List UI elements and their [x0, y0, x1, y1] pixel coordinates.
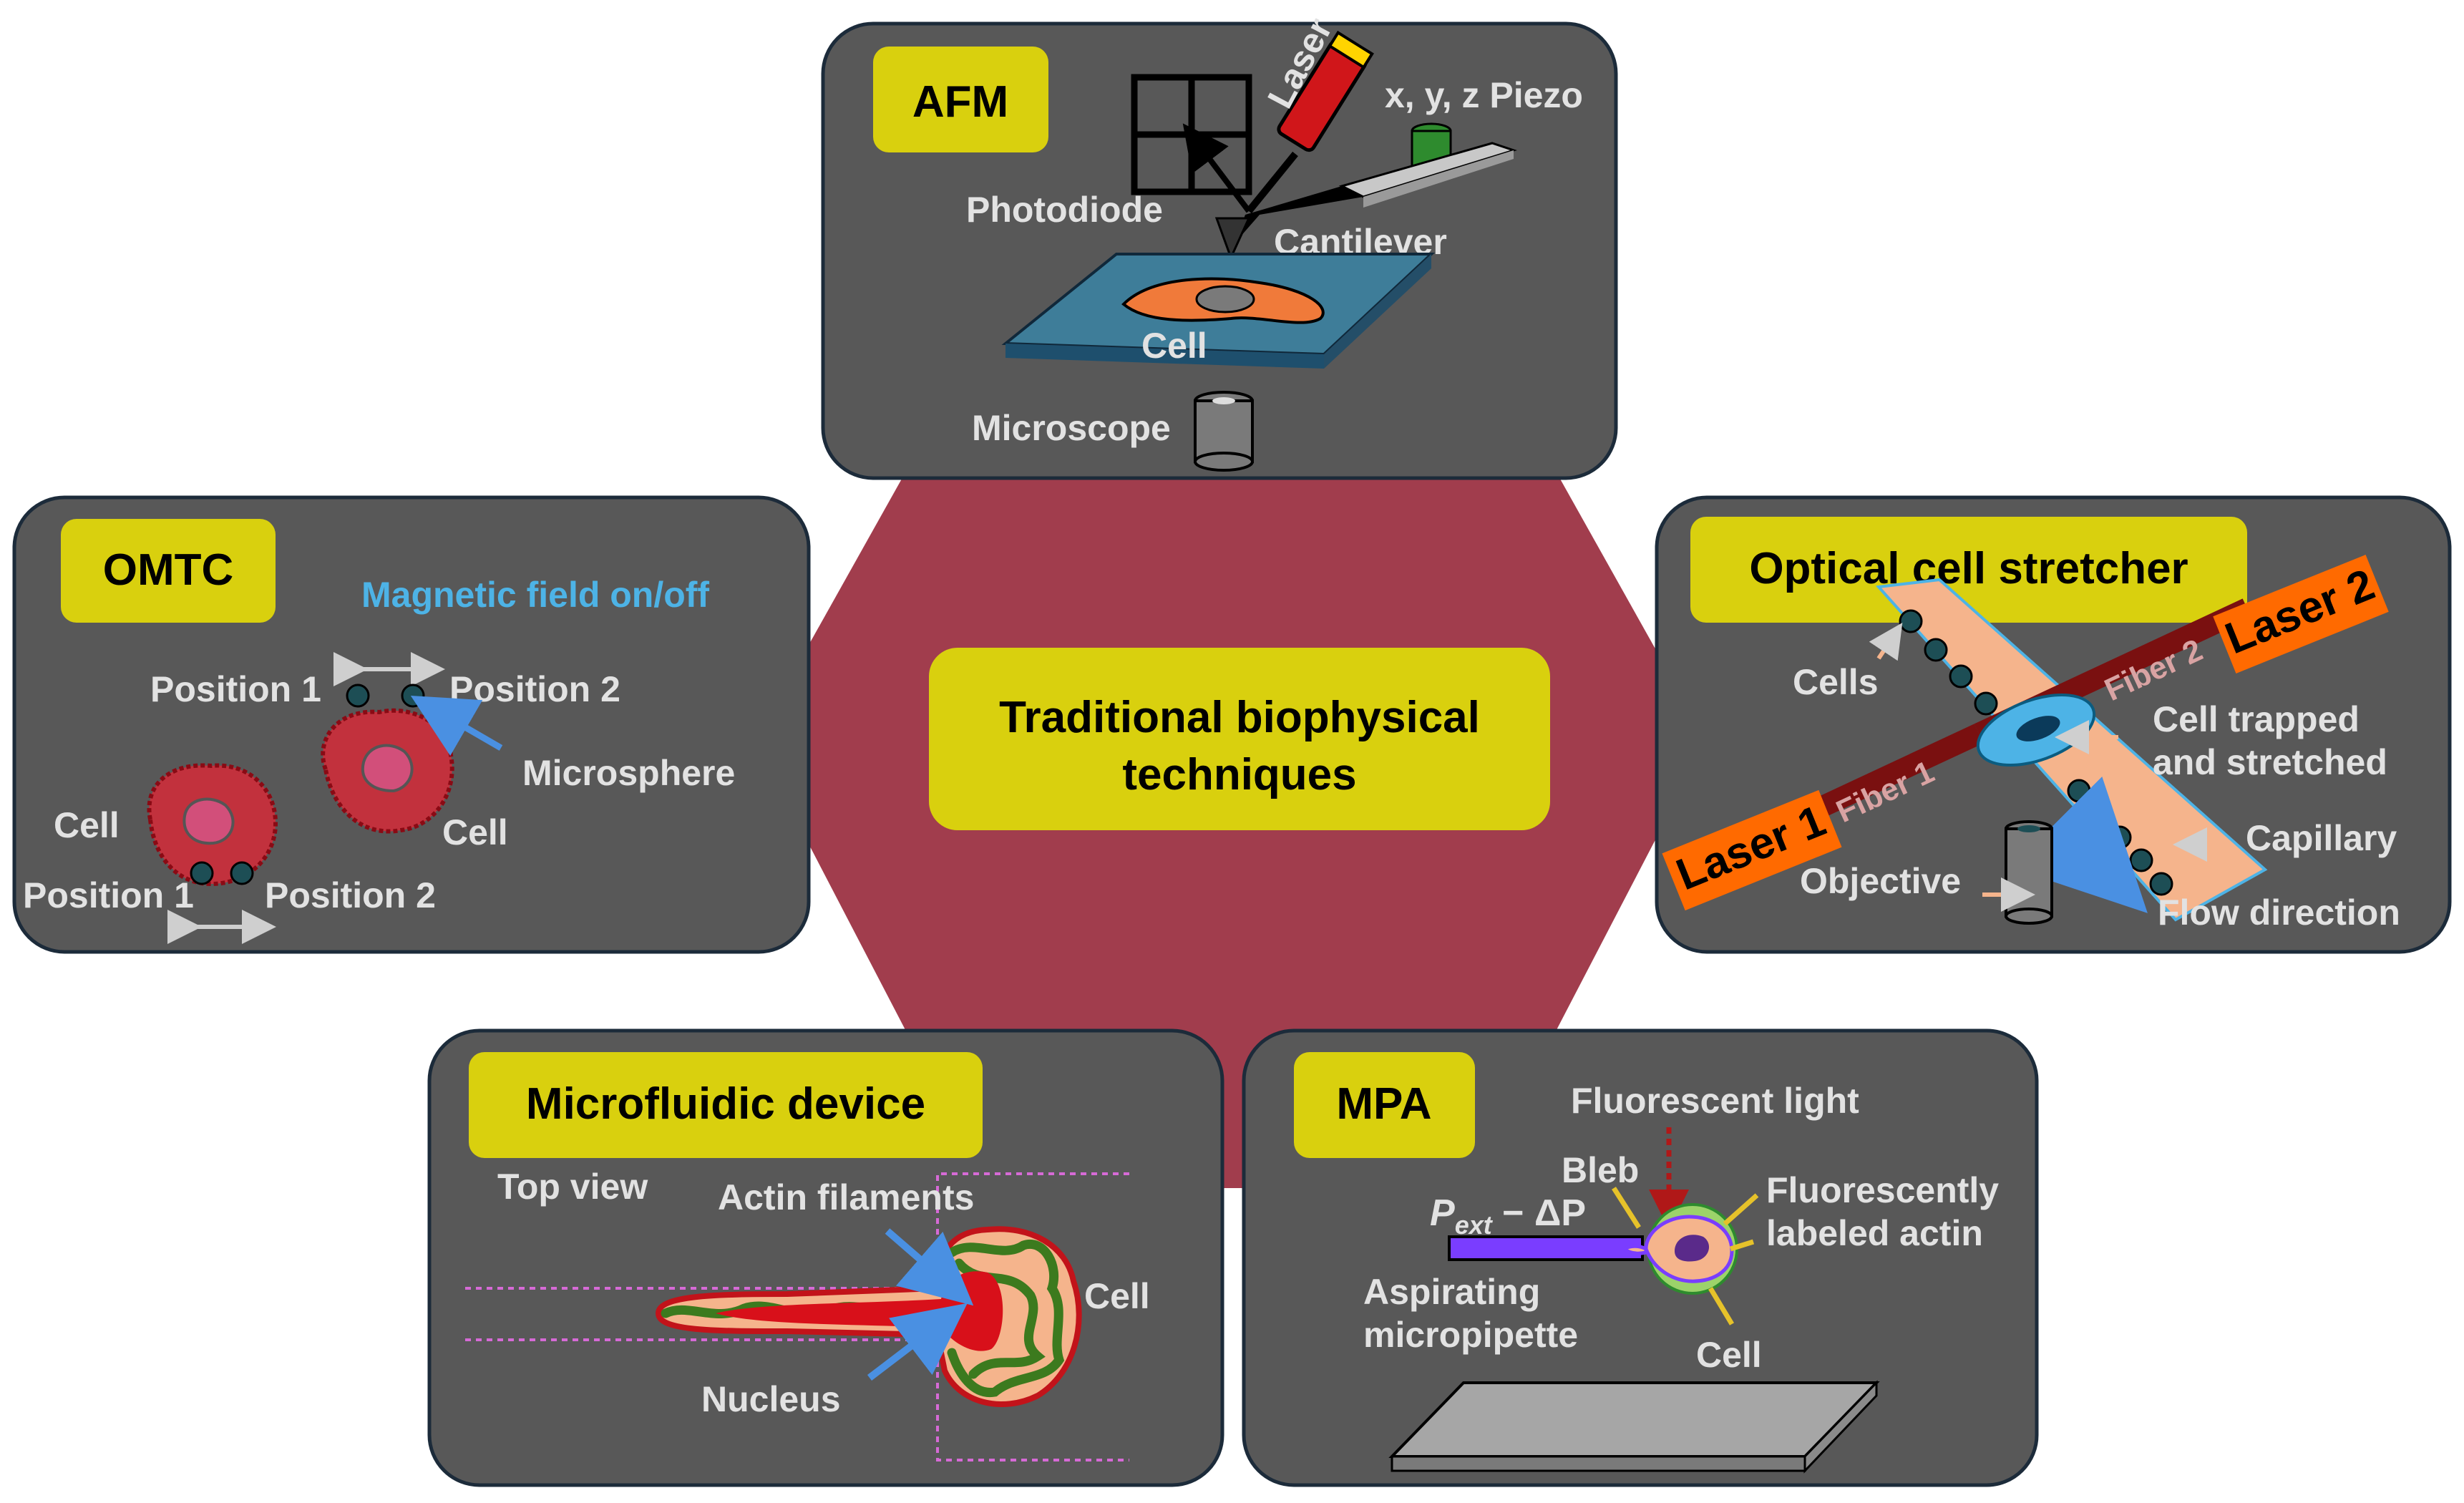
omtc-position2-bottom: Position 2 [265, 875, 436, 915]
microfluidic-actin-label: Actin filaments [718, 1177, 974, 1217]
mpa-title-box [1294, 1052, 1475, 1158]
microfluidic-cell-label: Cell [1084, 1276, 1150, 1316]
omtc-microsphere-label: Microsphere [522, 753, 735, 793]
optical-panel: Optical cell stretcher Fiber 1 Fiber 2 L [1655, 495, 2452, 954]
omtc-title-box [61, 519, 276, 623]
mpa-labeled-line1: Fluorescently [1766, 1170, 1999, 1210]
mpa-aspirating-line1: Aspirating [1363, 1272, 1540, 1312]
mpa-slide [1388, 1381, 1880, 1458]
optical-title: Optical cell stretcher [1749, 544, 2188, 593]
optical-trapped-line2: and stretched [2153, 742, 2387, 782]
microsphere-top-1 [346, 684, 370, 708]
omtc-title: OMTC [103, 545, 234, 595]
mpa-fluorescent-light-label: Fluorescent light [1571, 1081, 1859, 1121]
afm-microscope-label: Microscope [972, 408, 1171, 448]
microsphere-bottom-1 [190, 861, 214, 885]
mpa-aspirating-line2: micropipette [1363, 1315, 1578, 1355]
afm-title: AFM [912, 77, 1008, 127]
svg-text:Pext − ΔP: Pext − ΔP [1430, 1192, 1586, 1240]
optical-objective-label: Objective [1800, 861, 1961, 901]
microsphere-bottom-2 [230, 861, 254, 885]
center-title-line1: Traditional biophysical [999, 693, 1480, 742]
mpa-title: MPA [1336, 1079, 1431, 1129]
mpa-pressure-sub: ext [1455, 1210, 1494, 1240]
afm-photodiode-label: Photodiode [966, 190, 1163, 230]
objective-icon [2005, 820, 2053, 925]
mpa-pressure-rest: − ΔP [1492, 1192, 1586, 1234]
laser-icon [1277, 30, 1374, 152]
optical-capillary-label: Capillary [2246, 818, 2397, 858]
microfluidic-topview-label: Top view [497, 1167, 648, 1207]
optical-title-box [1690, 517, 2247, 623]
mpa-pressure-label: Pext − ΔP [1430, 1192, 1586, 1240]
afm-panel: AFM Laser x, y, z Piezo Photodiode [821, 11, 1618, 480]
omtc-position2-top: Position 2 [449, 669, 620, 709]
photodiode-icon [1131, 74, 1252, 195]
optical-flow-label: Flow direction [2158, 892, 2400, 933]
omtc-position1-top: Position 1 [150, 669, 321, 709]
optical-trapped-line1: Cell trapped [2153, 699, 2360, 739]
afm-title-box [873, 47, 1048, 152]
center-title: Traditional biophysical techniques [929, 648, 1550, 830]
mpa-panel: MPA Fluorescent light Bleb Fluorescently… [1242, 1028, 2039, 1487]
microscope-icon [1194, 391, 1254, 472]
afm-cell-label: Cell [1141, 326, 1207, 366]
microfluidic-title-box [469, 1052, 983, 1158]
microfluidic-nucleus [716, 1271, 1003, 1351]
mpa-cell-label: Cell [1696, 1335, 1762, 1375]
omtc-cell-left-label: Cell [54, 805, 120, 845]
mpa-labeled-line2: labeled actin [1766, 1213, 1983, 1253]
aspirating-micropipette [1448, 1235, 1644, 1261]
microfluidic-title: Microfluidic device [526, 1079, 925, 1129]
omtc-magnetic-label: Magnetic field on/off [361, 575, 709, 615]
mpa-bleb-label: Bleb [1562, 1150, 1639, 1190]
omtc-panel: OMTC Magnetic field on/off Position 1 Po… [12, 495, 811, 954]
afm-piezo-label: x, y, z Piezo [1385, 75, 1583, 115]
omtc-cell-right-label: Cell [442, 812, 508, 852]
omtc-position1-bottom: Position 1 [23, 875, 194, 915]
center-title-line2: techniques [1122, 750, 1356, 799]
mpa-pressure-main: P [1430, 1192, 1455, 1234]
microfluidic-nucleus-label: Nucleus [701, 1379, 841, 1419]
microfluidic-panel: Microfluidic device Top view Actin filam… [427, 1028, 1224, 1487]
optical-cells-label: Cells [1793, 662, 1879, 702]
microsphere-top-2 [401, 684, 425, 708]
